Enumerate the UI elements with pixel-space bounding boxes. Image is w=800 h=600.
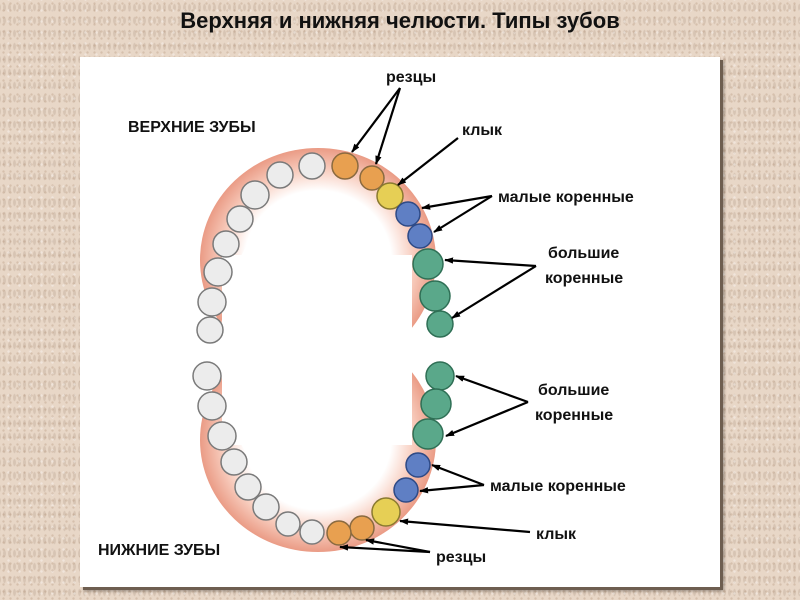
lower-other-tooth bbox=[192, 361, 325, 545]
lower-premolar bbox=[393, 477, 419, 503]
upper-molars-arrow bbox=[451, 265, 537, 319]
upper-incisors-label: резцы bbox=[386, 69, 436, 86]
lower-incisors-arrow bbox=[339, 544, 431, 554]
lower-premolars-label: малые коренные bbox=[490, 478, 626, 495]
upper-premolars-arrow bbox=[421, 194, 493, 210]
lower-canine bbox=[371, 497, 401, 527]
lower-incisors-arrow bbox=[365, 538, 431, 554]
upper-incisor bbox=[331, 152, 359, 180]
lower-incisor bbox=[349, 515, 375, 541]
upper-molars-label-line2: коренные bbox=[545, 270, 623, 287]
upper-premolar bbox=[395, 201, 421, 227]
lower-teeth-heading: НИЖНИЕ ЗУБЫ bbox=[98, 542, 220, 559]
upper-teeth-heading: ВЕРХНИЕ ЗУБЫ bbox=[128, 119, 256, 136]
upper-incisor bbox=[359, 165, 385, 191]
lower-molar bbox=[425, 361, 455, 391]
lower-teeth bbox=[192, 361, 455, 546]
upper-premolars-arrow bbox=[433, 195, 493, 233]
upper-molar bbox=[426, 310, 454, 338]
upper-molars-arrow bbox=[444, 257, 537, 268]
lower-canine-label: клык bbox=[536, 526, 577, 543]
page-title: Верхняя и нижняя челюсти. Типы зубов bbox=[180, 8, 620, 33]
lower-molars-label-line2: коренные bbox=[535, 407, 613, 424]
upper-molar bbox=[419, 280, 451, 312]
upper-premolars-label: малые коренные bbox=[498, 189, 634, 206]
lower-premolar bbox=[405, 452, 431, 478]
lower-molars-arrow bbox=[445, 400, 529, 438]
upper-other-tooth bbox=[196, 152, 326, 344]
upper-premolar bbox=[407, 223, 433, 249]
upper-canine-arrow bbox=[397, 137, 459, 186]
lower-premolars-arrow bbox=[431, 463, 485, 487]
lower-molars-arrow bbox=[455, 374, 529, 404]
lower-canine-arrow bbox=[399, 518, 531, 534]
upper-canine-label: клык bbox=[462, 122, 503, 139]
lower-premolars-arrow bbox=[419, 483, 485, 494]
lower-incisors-label: резцы bbox=[436, 549, 486, 566]
upper-teeth bbox=[196, 152, 454, 344]
upper-molars-label-line1: большие bbox=[548, 245, 619, 262]
upper-incisors-arrow bbox=[351, 87, 401, 153]
lower-molars-label-line1: большие bbox=[538, 382, 609, 399]
upper-incisors-arrow bbox=[374, 87, 402, 165]
lower-molar bbox=[420, 388, 452, 420]
upper-canine bbox=[376, 182, 404, 210]
lower-molar bbox=[412, 418, 444, 450]
lower-incisor bbox=[326, 520, 352, 546]
gum-area bbox=[200, 148, 436, 552]
upper-molar bbox=[412, 248, 444, 280]
